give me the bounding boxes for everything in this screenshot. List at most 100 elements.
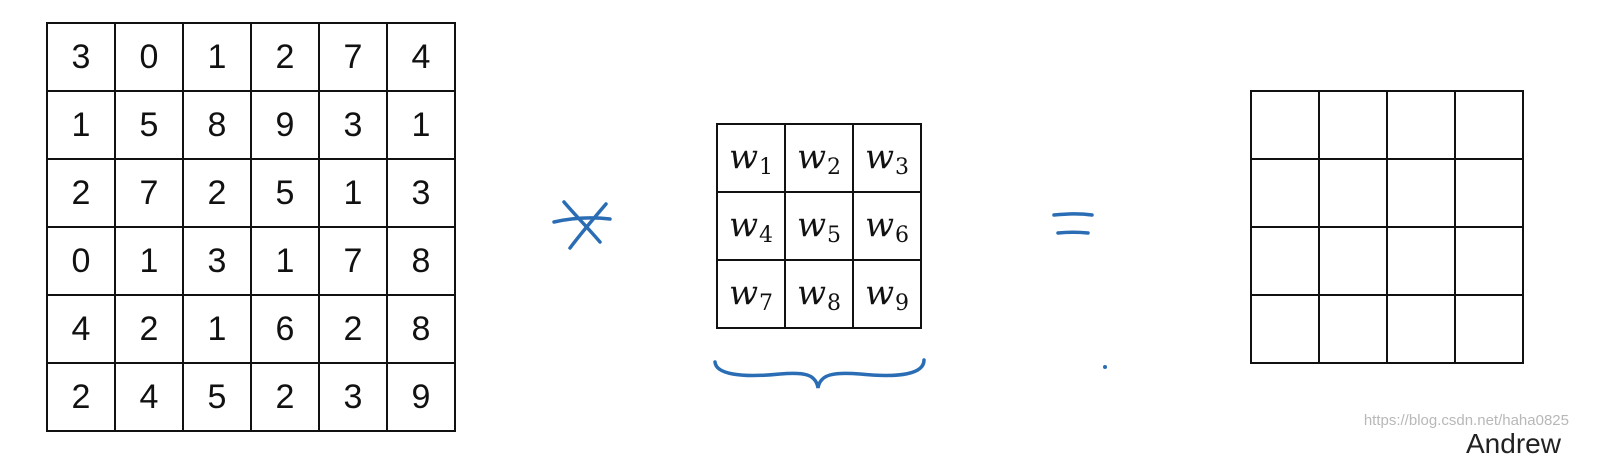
- input-cell: 2: [250, 22, 320, 92]
- output-cell: [1386, 226, 1456, 296]
- ink-dot: [1103, 365, 1107, 369]
- input-cell: 1: [46, 90, 116, 160]
- input-cell: 1: [182, 294, 252, 364]
- input-cell: 1: [182, 22, 252, 92]
- filter-weight-index: 4: [759, 222, 774, 248]
- input-cell: 5: [114, 90, 184, 160]
- convolution-stroke-horizontal: [552, 216, 612, 224]
- filter-weight-index: 5: [827, 222, 842, 248]
- input-cell: 3: [318, 90, 388, 160]
- filter-cell: w2: [784, 123, 854, 193]
- filter-weight-symbol: w: [728, 272, 759, 313]
- filter-cell: w1: [716, 123, 786, 193]
- output-cell: [1454, 294, 1524, 364]
- input-cell: 1: [114, 226, 184, 296]
- input-cell: 3: [318, 362, 388, 432]
- output-row: [1250, 294, 1524, 364]
- filter-weight-index: 7: [759, 290, 774, 316]
- output-matrix: [1250, 90, 1524, 364]
- input-cell: 0: [46, 226, 116, 296]
- equals-sign: [1052, 212, 1094, 235]
- output-row: [1250, 226, 1524, 296]
- filter-weight-index: 8: [827, 290, 842, 316]
- output-cell: [1318, 294, 1388, 364]
- filter-weight-symbol: w: [864, 204, 895, 245]
- filter-weight-symbol: w: [796, 204, 827, 245]
- input-cell: 3: [182, 226, 252, 296]
- filter-weight-symbol: w: [864, 272, 895, 313]
- input-cell: 3: [46, 22, 116, 92]
- input-cell: 3: [386, 158, 456, 228]
- output-cell: [1386, 90, 1456, 160]
- input-cell: 8: [386, 294, 456, 364]
- output-cell: [1250, 90, 1320, 160]
- filter-cell: w9: [852, 259, 922, 329]
- filter-weight-symbol: w: [728, 136, 759, 177]
- input-cell: 9: [386, 362, 456, 432]
- output-row: [1250, 158, 1524, 228]
- input-cell: 2: [46, 158, 116, 228]
- output-cell: [1386, 294, 1456, 364]
- input-cell: 2: [250, 362, 320, 432]
- filter-brace: [713, 358, 926, 389]
- filter-weight-index: 1: [759, 154, 774, 180]
- filter-cell: w4: [716, 191, 786, 261]
- input-cell: 7: [318, 226, 388, 296]
- output-cell: [1250, 158, 1320, 228]
- output-cell: [1318, 226, 1388, 296]
- filter-cell: w6: [852, 191, 922, 261]
- input-cell: 2: [318, 294, 388, 364]
- filter-weight-symbol: w: [796, 136, 827, 177]
- filter-weight-index: 2: [827, 154, 842, 180]
- input-cell: 1: [250, 226, 320, 296]
- output-cell: [1250, 226, 1320, 296]
- filter-weight-index: 6: [895, 222, 910, 248]
- filter-weight-symbol: w: [728, 204, 759, 245]
- author-name: Andrew: [1466, 428, 1561, 459]
- convolution-stroke-diag1: [562, 200, 602, 244]
- input-cell: 5: [250, 158, 320, 228]
- input-cell: 6: [250, 294, 320, 364]
- input-cell: 7: [114, 158, 184, 228]
- input-cell: 0: [114, 22, 184, 92]
- input-cell: 4: [114, 362, 184, 432]
- filter-cell: w3: [852, 123, 922, 193]
- output-cell: [1454, 226, 1524, 296]
- input-cell: 8: [386, 226, 456, 296]
- input-cell: 7: [318, 22, 388, 92]
- watermark: https://blog.csdn.net/haha0825: [1363, 412, 1569, 429]
- filter-cell: w8: [784, 259, 854, 329]
- convolution-stroke-diag2: [568, 202, 608, 250]
- convolution-operator: [552, 200, 612, 250]
- input-cell: 4: [386, 22, 456, 92]
- input-cell: 2: [46, 362, 116, 432]
- output-cell: [1386, 158, 1456, 228]
- output-cell: [1454, 158, 1524, 228]
- filter-cell: w5: [784, 191, 854, 261]
- output-cell: [1250, 294, 1320, 364]
- output-cell: [1454, 90, 1524, 160]
- input-cell: 4: [46, 294, 116, 364]
- input-cell: 8: [182, 90, 252, 160]
- input-cell: 1: [318, 158, 388, 228]
- input-cell: 5: [182, 362, 252, 432]
- input-cell: 2: [182, 158, 252, 228]
- filter-weight-index: 9: [895, 290, 910, 316]
- filter-cell: w7: [716, 259, 786, 329]
- input-cell: 9: [250, 90, 320, 160]
- output-cell: [1318, 158, 1388, 228]
- output-cell: [1318, 90, 1388, 160]
- input-cell: 2: [114, 294, 184, 364]
- filter-weight-symbol: w: [796, 272, 827, 313]
- filter-weight-symbol: w: [864, 136, 895, 177]
